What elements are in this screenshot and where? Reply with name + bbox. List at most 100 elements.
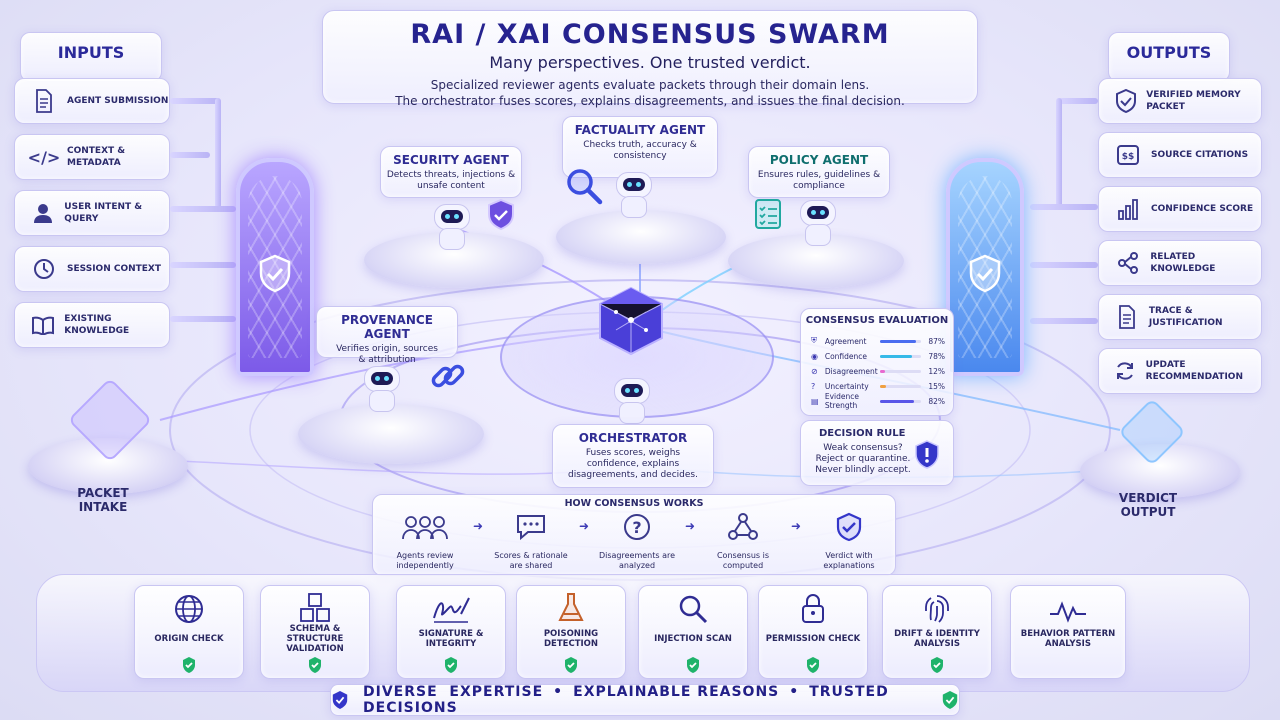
- footer-part-3: TRUSTED DECISIONS: [363, 684, 889, 716]
- metric-bar: [879, 384, 922, 388]
- output-pipe: [1058, 98, 1098, 104]
- input-item-context-metadata[interactable]: </> CONTEXT & METADATA: [14, 134, 170, 180]
- output-item-confidence-score[interactable]: CONFIDENCE SCORE: [1098, 186, 1262, 232]
- share-icon: [1113, 248, 1142, 278]
- chat-icon: [487, 513, 575, 541]
- agent-name: FACTUALITY AGENT: [574, 123, 706, 137]
- output-pipe: [1030, 262, 1098, 268]
- agent-description: Verifies origin, sources & attribution: [336, 344, 438, 365]
- metric-value: 78%: [928, 351, 945, 361]
- input-item-label: CONTEXT & METADATA: [67, 146, 126, 168]
- how-title: HOW CONSENSUS WORKS: [564, 498, 704, 509]
- check-origin[interactable]: ORIGIN CHECK: [134, 585, 244, 679]
- book-icon: [29, 310, 56, 340]
- evaluation-title: CONSENSUS EVALUATION: [805, 315, 949, 326]
- output-item-related-knowledge[interactable]: RELATED KNOWLEDGE: [1098, 240, 1262, 286]
- check-schema[interactable]: SCHEMA & STRUCTURE VALIDATION: [260, 585, 370, 679]
- packet-intake-podium: [28, 438, 188, 494]
- output-pipe: [1030, 204, 1098, 210]
- provenance-agent-card[interactable]: PROVENANCE AGENT Verifies origin, source…: [316, 306, 458, 365]
- agent-name: POLICY AGENT: [769, 153, 869, 167]
- check-label: DRIFT & IDENTITY ANALYSIS: [894, 629, 980, 649]
- security-agent-robot: [430, 204, 472, 250]
- check-shield-icon: [445, 657, 457, 673]
- shield-check-icon: [1113, 86, 1138, 116]
- security-agent-card[interactable]: SECURITY AGENT Detects threats, injectio…: [380, 146, 522, 198]
- check-label: INJECTION SCAN: [654, 634, 732, 644]
- output-item-verified-memory[interactable]: VERIFIED MEMORY PACKET: [1098, 78, 1262, 124]
- output-item-label: TRACE & JUSTIFICATION: [1148, 306, 1223, 328]
- fingerprint-icon: [883, 586, 991, 624]
- output-item-trace-justification[interactable]: TRACE & JUSTIFICATION: [1098, 294, 1262, 340]
- svg-text:?: ?: [632, 518, 641, 537]
- metric-label: Evidence Strength: [824, 392, 859, 410]
- intake-portal: [236, 158, 314, 376]
- consensus-core-cube: [599, 286, 663, 356]
- check-label: ORIGIN CHECK: [154, 634, 224, 644]
- arrow-icon: ➜: [685, 519, 696, 533]
- check-permission[interactable]: PERMISSION CHECK: [758, 585, 868, 679]
- check-shield-icon: [931, 657, 943, 673]
- metric-fill: [879, 369, 885, 373]
- description-line-1: Specialized reviewer agents evaluate pac…: [430, 78, 870, 92]
- orchestrator-card[interactable]: ORCHESTRATOR Fuses scores, weighs confid…: [552, 424, 714, 488]
- check-shield-icon: [565, 657, 577, 673]
- metric-agreement: ⛨ Agreement 87%: [811, 335, 945, 347]
- output-item-source-citations[interactable]: $$ SOURCE CITATIONS: [1098, 132, 1262, 178]
- question-icon: ?: [811, 381, 816, 391]
- metric-bar: [879, 399, 922, 403]
- input-item-agent-submission[interactable]: AGENT SUBMISSION: [14, 78, 170, 124]
- metric-fill: [879, 339, 916, 343]
- check-poisoning[interactable]: POISONING DETECTION: [516, 585, 626, 679]
- check-injection[interactable]: INJECTION SCAN: [638, 585, 748, 679]
- document-icon: ▤: [811, 396, 819, 406]
- metric-label: Confidence: [824, 351, 868, 361]
- outputs-header: OUTPUTS: [1108, 32, 1230, 82]
- quote-icon: $$: [1113, 140, 1143, 170]
- step-label: Disagreements are analyzed: [598, 551, 676, 570]
- alert-shield-icon: [915, 440, 939, 469]
- step-label: Scores & rationale are shared: [494, 551, 568, 570]
- check-behavior[interactable]: BEHAVIOR PATTERN ANALYSIS: [1010, 585, 1126, 679]
- input-item-session-context[interactable]: SESSION CONTEXT: [14, 246, 170, 292]
- output-item-label: VERIFIED MEMORY PACKET: [1146, 90, 1241, 112]
- factuality-agent-card[interactable]: FACTUALITY AGENT Checks truth, accuracy …: [562, 116, 718, 178]
- verdict-output-podium: [1080, 444, 1240, 498]
- packet-intake-label: PACKET INTAKE: [77, 486, 129, 514]
- agent-description: Fuses scores, weighs confidence, explain…: [568, 448, 698, 480]
- check-signature[interactable]: SIGNATURE & INTEGRITY: [396, 585, 506, 679]
- signature-icon: [397, 586, 505, 624]
- output-item-update-recommendation[interactable]: UPDATE RECOMMENDATION: [1098, 348, 1262, 394]
- input-pipe: [170, 152, 210, 158]
- description-line-2: The orchestrator fuses scores, explains …: [395, 94, 905, 108]
- how-consensus-works-panel: HOW CONSENSUS WORKS Agents review indepe…: [372, 494, 896, 576]
- metric-confidence: ◉ Confidence 78%: [811, 350, 945, 362]
- agent-description: Checks truth, accuracy & consistency: [583, 140, 697, 161]
- input-item-existing-knowledge[interactable]: EXISTING KNOWLEDGE: [14, 302, 170, 348]
- input-item-user-intent[interactable]: USER INTENT & QUERY: [14, 190, 170, 236]
- metric-bar: [879, 339, 922, 343]
- metric-label: Agreement: [824, 336, 867, 346]
- provenance-agent-platform: [298, 404, 484, 464]
- policy-agent-card[interactable]: POLICY AGENT Ensures rules, guidelines &…: [748, 146, 890, 198]
- factuality-agent-robot: [612, 172, 654, 218]
- metric-value: 87%: [928, 336, 945, 346]
- output-item-label: SOURCE CITATIONS: [1151, 150, 1249, 160]
- magnifier-icon: [639, 586, 747, 624]
- clock-icon: [29, 254, 59, 284]
- metric-value: 82%: [928, 396, 945, 406]
- provenance-agent-robot: [360, 366, 402, 412]
- pulse-icon: [1011, 586, 1125, 624]
- agent-name: SECURITY AGENT: [393, 153, 509, 167]
- step-label: Verdict with explanations: [823, 551, 875, 570]
- metric-bar: [879, 369, 922, 373]
- step-review: Agents review independently: [381, 513, 469, 571]
- shield-icon: ⛨: [811, 336, 817, 345]
- shield-check-icon: [332, 690, 348, 710]
- check-drift[interactable]: DRIFT & IDENTITY ANALYSIS: [882, 585, 992, 679]
- input-pipe: [215, 98, 221, 208]
- output-pipe: [1030, 318, 1098, 324]
- step-compute: Consensus is computed: [699, 513, 787, 571]
- metric-fill: [879, 399, 914, 403]
- footer-text: DIVERSE EXPERTISE•EXPLAINABLE REASONS•TR…: [363, 684, 927, 716]
